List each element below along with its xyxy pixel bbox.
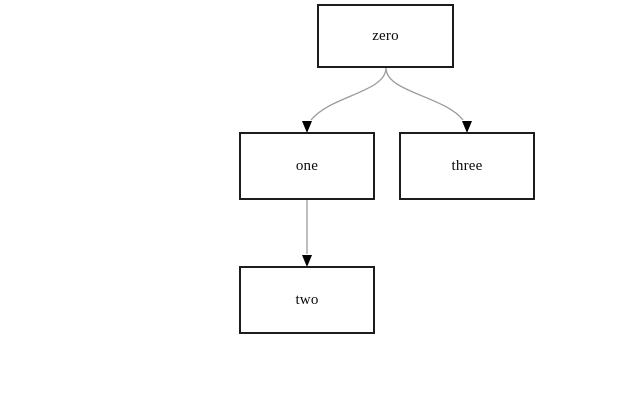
edge-zero-to-three bbox=[385, 67, 464, 121]
node-one-label: one bbox=[295, 157, 319, 174]
edge-zero-to-one bbox=[310, 67, 387, 121]
node-one[interactable]: one bbox=[239, 132, 375, 200]
node-zero-label: zero bbox=[372, 27, 399, 44]
node-two-label: two bbox=[295, 291, 319, 308]
node-three[interactable]: three bbox=[399, 132, 535, 200]
node-zero[interactable]: zero bbox=[317, 4, 454, 68]
node-two[interactable]: two bbox=[239, 266, 375, 334]
node-three-label: three bbox=[451, 157, 483, 174]
